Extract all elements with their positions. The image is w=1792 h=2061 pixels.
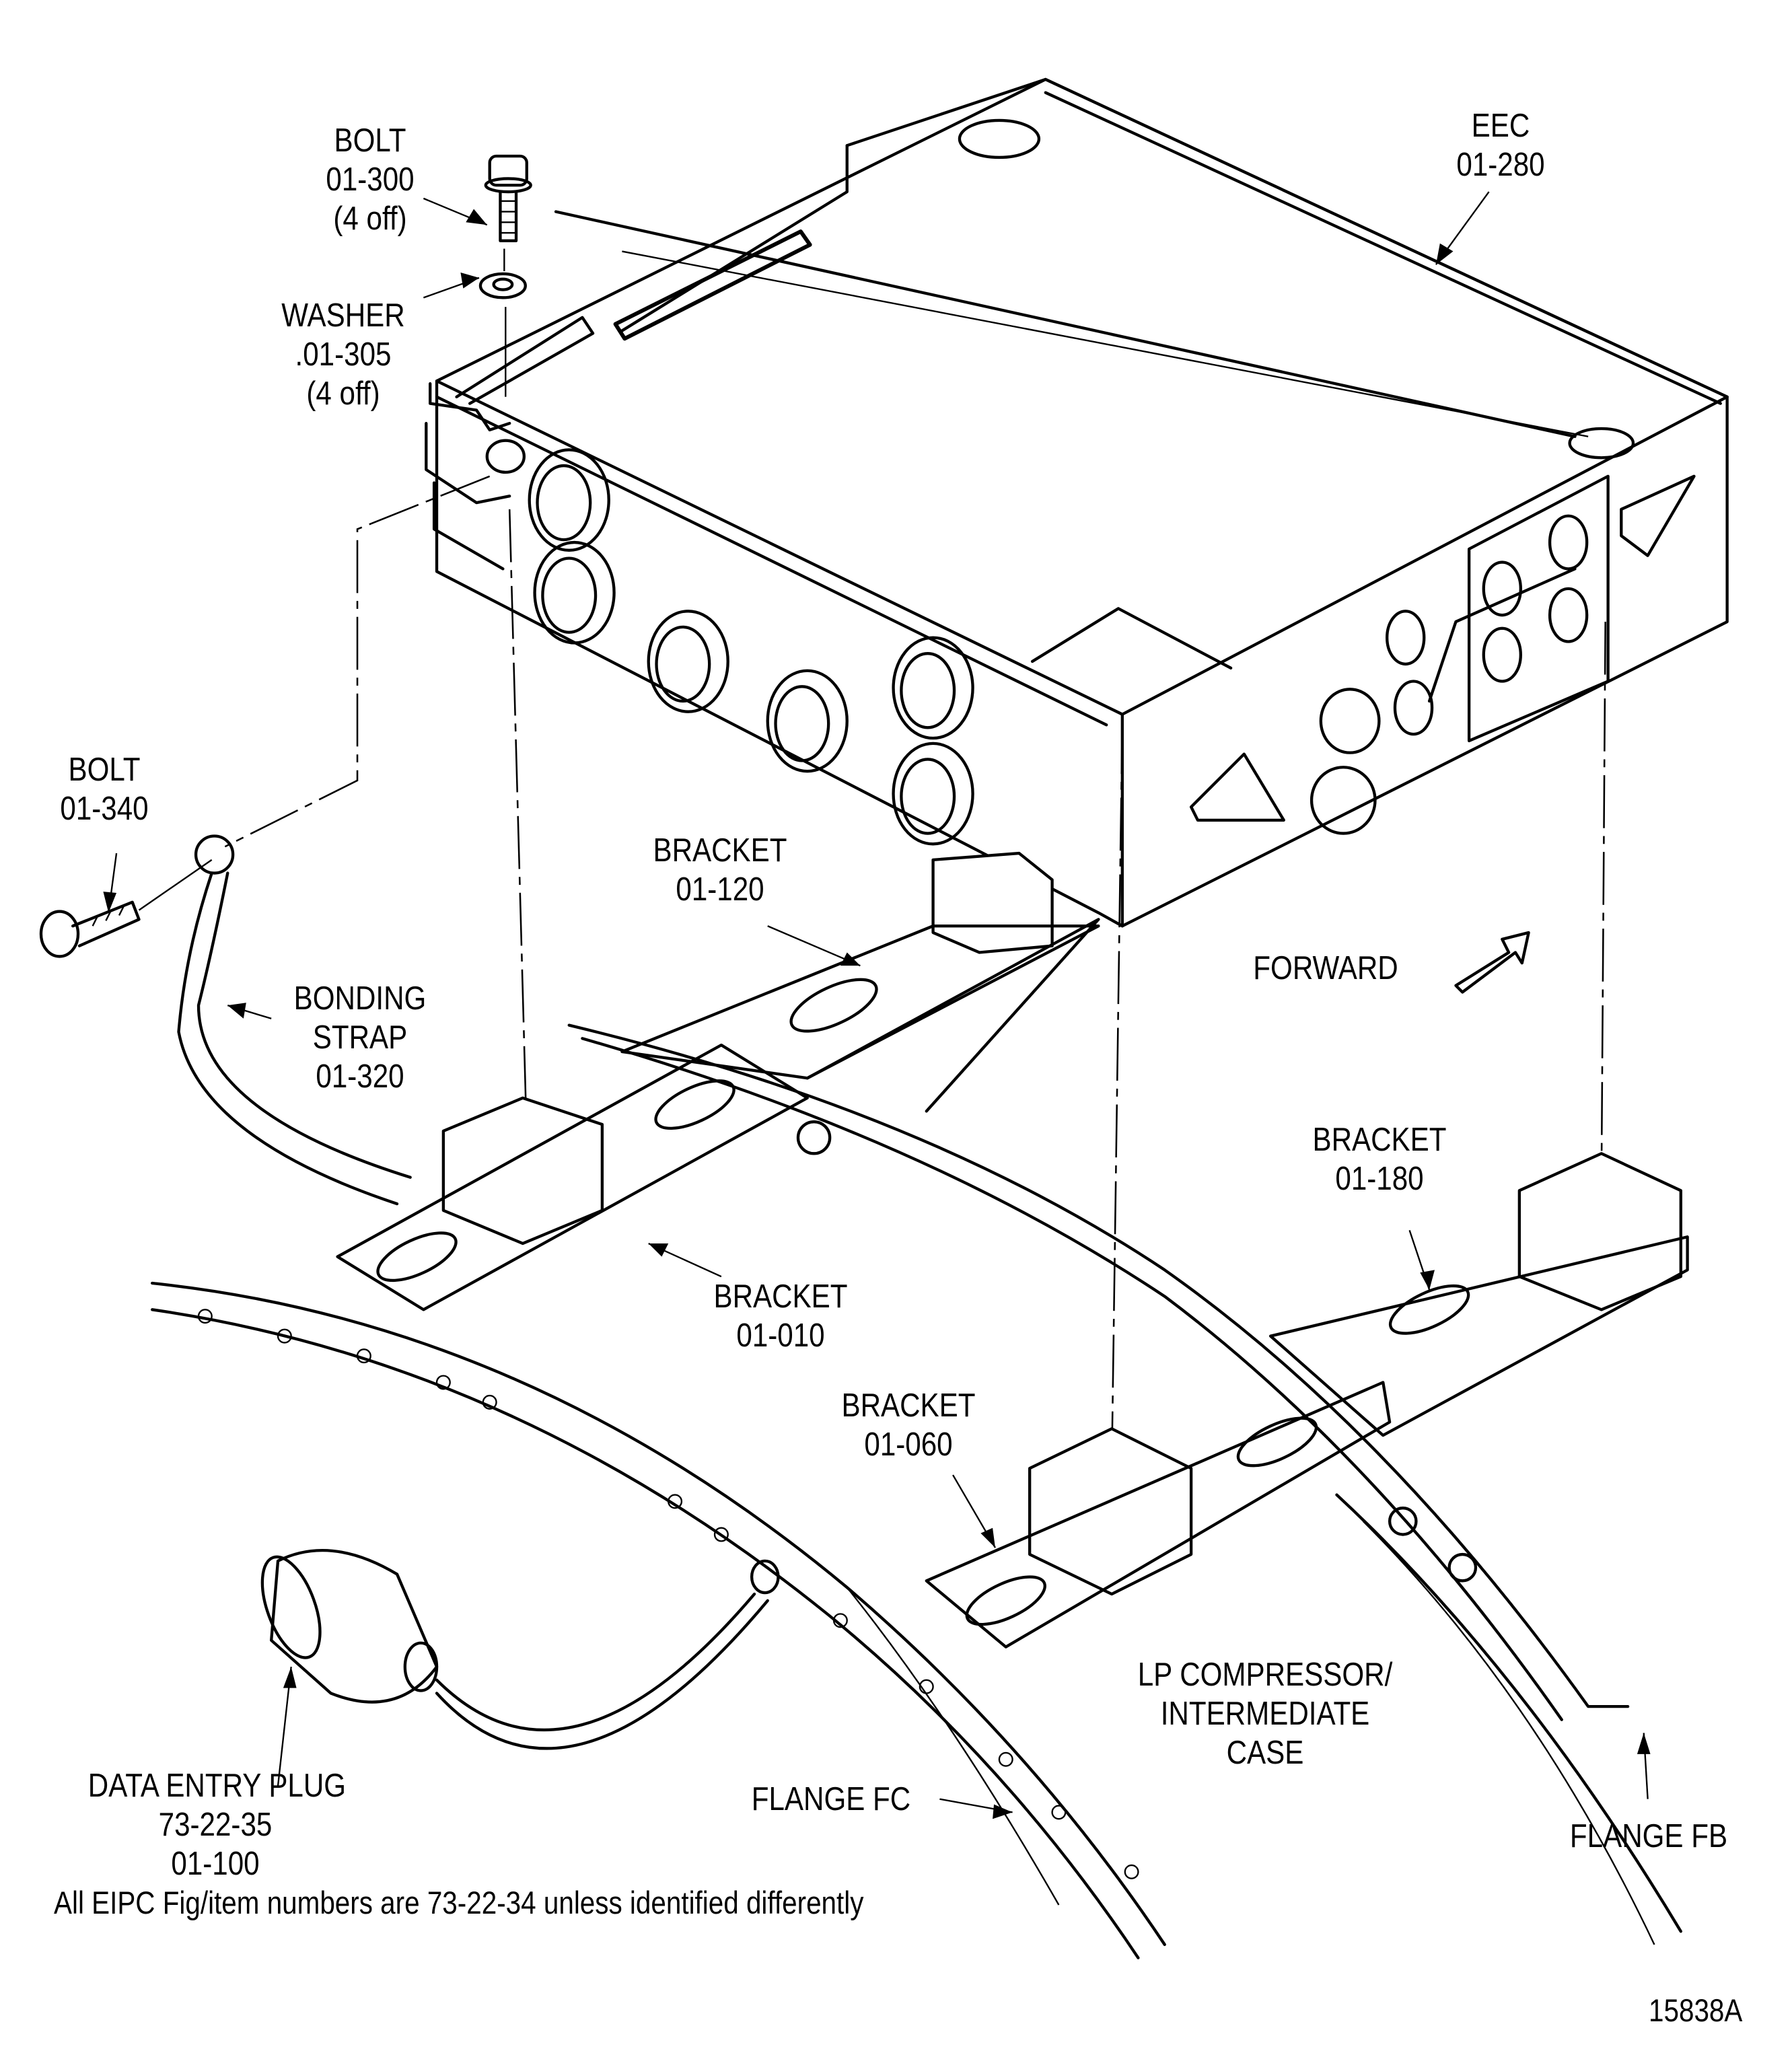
callout-flange-fb: FLANGE FB <box>1569 1818 1728 1854</box>
leader-arrows <box>103 191 1651 1819</box>
eec-unit <box>425 77 1729 928</box>
callout-lp-compressor-intermediate-case: LP COMPRESSOR/ INTERMEDIATE CASE <box>1137 1657 1393 1771</box>
washer-01-305 <box>478 272 527 299</box>
bolt-01-300 <box>484 154 532 242</box>
bonding-alignment-line <box>224 475 491 848</box>
figure-footnote: All EIPC Fig/item numbers are 73-22-34 u… <box>54 1885 864 1920</box>
bracket-01-180 <box>1268 1152 1689 1583</box>
flange-holes <box>197 1309 1139 1879</box>
callout-data-entry-plug: DATA ENTRY PLUG 73-22-35 01-100 <box>87 1768 347 1882</box>
callout-bracket-01-180: BRACKET 01-180 <box>1312 1122 1447 1197</box>
bracket-01-060 <box>925 1381 1392 1649</box>
callout-bracket-01-060: BRACKET 01-060 <box>841 1387 976 1463</box>
callout-bracket-01-120: BRACKET 01-120 <box>653 832 787 908</box>
alignment-line-right <box>1600 622 1606 1184</box>
alignment-line-center <box>1110 721 1124 1469</box>
bracket-01-010 <box>336 1043 832 1311</box>
forward-arrow-icon <box>1454 931 1530 994</box>
bonding-strap-01-320 <box>177 834 412 1206</box>
callout-flange-fc: FLANGE FC <box>751 1781 911 1817</box>
figure-id: 15838A <box>1649 1992 1743 2028</box>
data-entry-plug <box>260 1549 780 1750</box>
connector-ports <box>528 448 974 846</box>
connector-ports-front <box>1189 474 1696 835</box>
alignment-line-left <box>508 509 528 1138</box>
bracket-01-120 <box>620 851 1100 1113</box>
callout-washer-01-305: WASHER .01-305 (4 off) <box>281 297 405 412</box>
bolt-01-340 <box>39 859 213 958</box>
forward-label: FORWARD <box>1253 950 1398 986</box>
callout-bracket-01-010: BRACKET 01-010 <box>713 1278 848 1354</box>
lp-compressor-case <box>151 1023 1682 1959</box>
callout-bolt-01-340: BOLT 01-340 <box>60 752 149 827</box>
callout-bonding-strap-01-320: BONDING STRAP 01-320 <box>293 980 427 1095</box>
callout-eec-01-280: EEC 01-280 <box>1456 108 1545 183</box>
callout-bolt-01-300: BOLT 01-300 (4 off) <box>326 122 415 237</box>
